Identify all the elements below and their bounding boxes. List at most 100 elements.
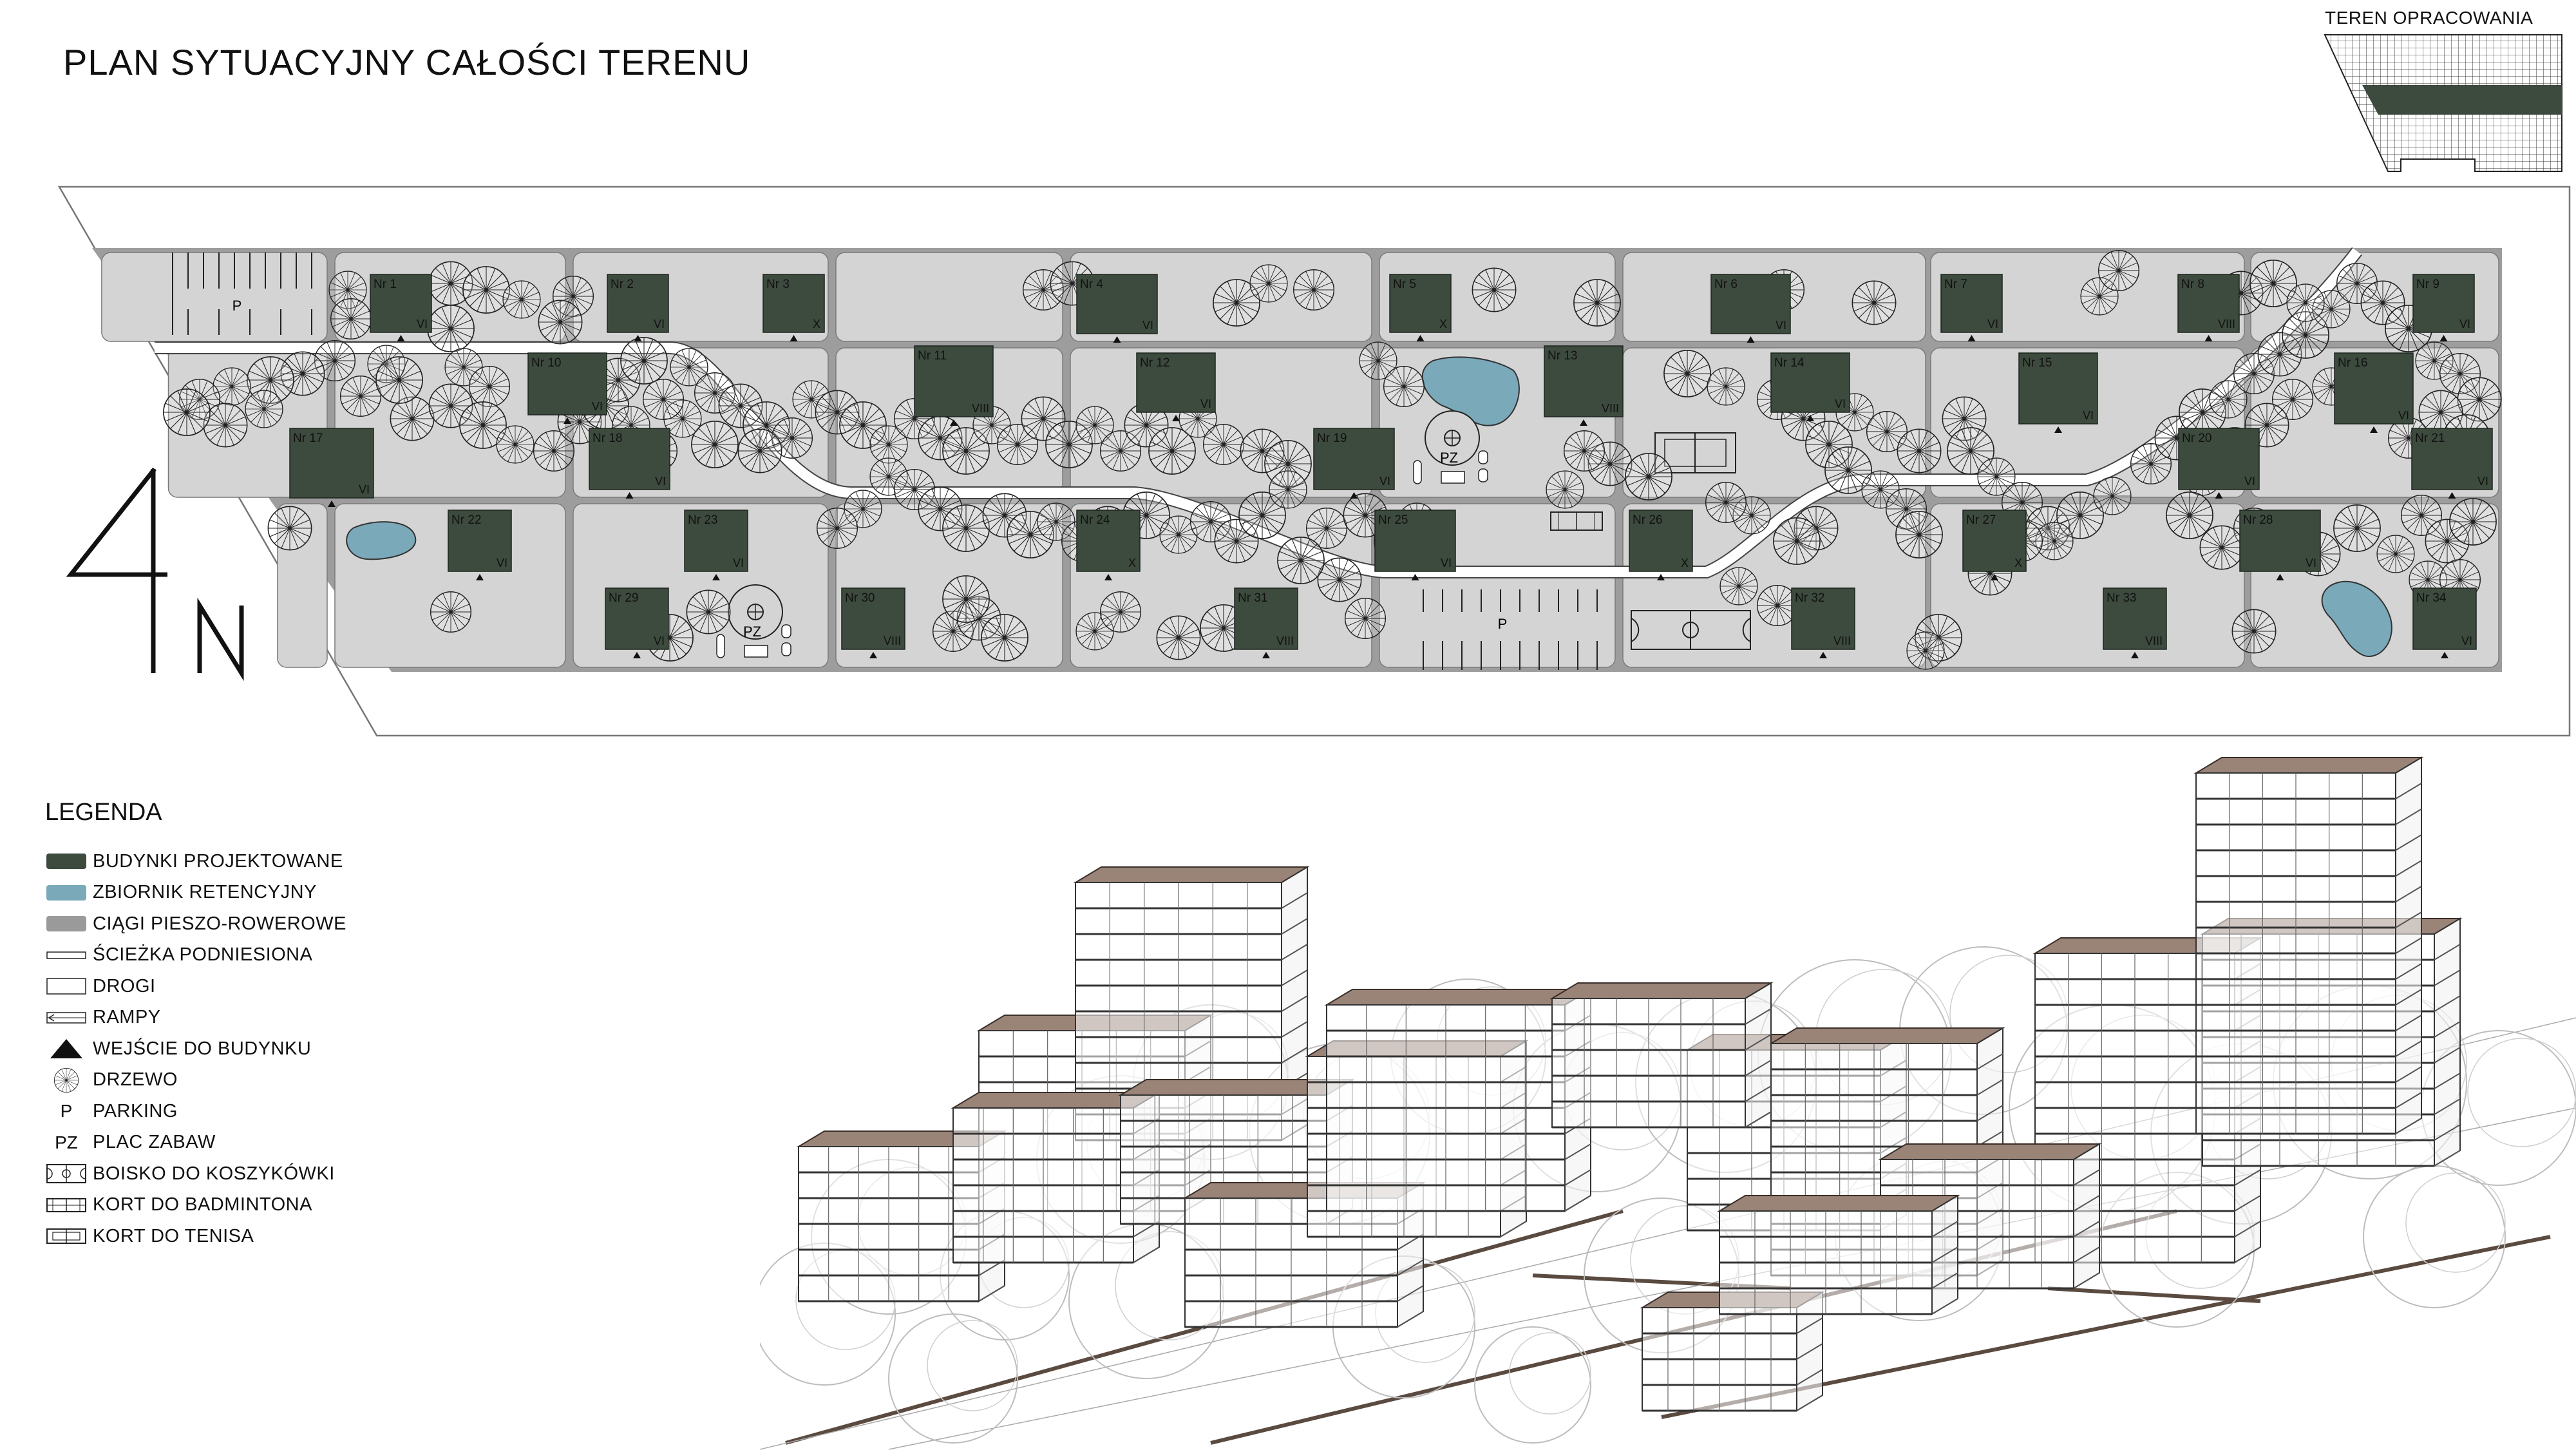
- building-footprint: [589, 428, 670, 490]
- tree-icon: [468, 365, 511, 408]
- building-footprint: [1313, 428, 1395, 490]
- axonometric-building: [2193, 756, 2424, 1135]
- building-floors: VIII: [972, 402, 989, 415]
- building-swatch-icon: [45, 852, 88, 871]
- legend-label: PLAC ZABAW: [93, 1132, 216, 1153]
- legend-title: LEGENDA: [45, 799, 162, 826]
- tree-icon: [686, 589, 731, 634]
- tree-icon: [2333, 504, 2381, 552]
- tree-icon: [816, 507, 858, 549]
- legend-item-tree: DRZEWO: [45, 1065, 346, 1096]
- building-number: Nr 34: [2416, 591, 2447, 605]
- north-arrow: [66, 467, 244, 682]
- entrance-triangle-icon: [1967, 335, 1976, 341]
- building-footprint: [2178, 428, 2260, 490]
- building-footprint: [527, 352, 607, 415]
- site-plan: P P: [57, 186, 2571, 737]
- city-block: [101, 252, 328, 342]
- entrance-triangle-icon: [1819, 652, 1827, 658]
- tree-icon: [462, 266, 510, 314]
- building-number: Nr 6: [1714, 278, 1738, 291]
- tree-icon: [163, 388, 211, 436]
- entrance-triangle-icon: [2439, 335, 2448, 341]
- tree-icon: [267, 506, 312, 551]
- building-footprint: [914, 345, 994, 417]
- retention-pond: [1421, 356, 1520, 426]
- building-number: Nr 2: [611, 278, 634, 291]
- building-number: Nr 20: [2182, 432, 2211, 445]
- entrance-triangle-icon: [634, 335, 642, 341]
- building-number: Nr 30: [845, 591, 875, 605]
- building-number: Nr 14: [1774, 356, 1804, 370]
- building-footprint: [1076, 274, 1158, 334]
- building-floors: VI: [2398, 409, 2409, 422]
- building-footprint: [841, 587, 905, 650]
- tree-icon: [1472, 267, 1517, 312]
- legend-item-playground: PZ PLAC ZABAW: [45, 1127, 346, 1159]
- building: Nr 5X: [1389, 274, 1452, 341]
- legend-label: PARKING: [93, 1100, 178, 1121]
- tree-icon: [981, 614, 1028, 662]
- locator-title: TEREN OPRACOWANIA: [2325, 8, 2533, 28]
- entrance-triangle-icon: [869, 652, 877, 658]
- building-floors: VI: [654, 318, 665, 330]
- building-floors: VI: [654, 634, 665, 647]
- axonometric-view: [760, 756, 2576, 1450]
- retention-pond: [346, 521, 417, 560]
- building-number: Nr 33: [2107, 591, 2136, 605]
- building-number: Nr 24: [1080, 513, 1110, 527]
- tree-icon: [502, 280, 541, 319]
- building-floors: X: [2014, 557, 2022, 569]
- tree-outline: [927, 1320, 1018, 1411]
- tree-icon: [642, 378, 685, 421]
- tree-icon: [1897, 428, 1942, 473]
- legend-item-basketball: BOISKO DO KOSZYKÓWKI: [45, 1158, 346, 1190]
- building-floors: VI: [2477, 475, 2488, 488]
- tree-outline: [2363, 1165, 2506, 1308]
- basketball-court: [1631, 610, 1751, 650]
- locator-map: [2324, 34, 2562, 172]
- building-footprint: [1136, 352, 1216, 413]
- parking-label-west: P: [232, 298, 242, 314]
- legend-item-badminton: KORT DO BADMINTONA: [45, 1190, 346, 1221]
- building-floors: X: [813, 318, 820, 330]
- building-footprint: [1544, 345, 1624, 417]
- tree-icon: [1156, 615, 1201, 660]
- parking-west: [172, 253, 312, 335]
- building-number: Nr 32: [1795, 591, 1824, 605]
- building-number: Nr 17: [293, 432, 323, 445]
- building-number: Nr 1: [374, 278, 397, 291]
- building-number: Nr 29: [609, 591, 638, 605]
- building-floors: VI: [1776, 319, 1786, 332]
- building: Nr 3X: [762, 274, 825, 341]
- basketball-court-icon: [45, 1163, 88, 1185]
- building-number: Nr 31: [1238, 591, 1267, 605]
- building-floors: VI: [1200, 397, 1211, 410]
- tree-icon: [430, 591, 472, 633]
- building-footprint: [2177, 274, 2240, 333]
- building: Nr 6 VI: [1710, 274, 1791, 343]
- tree-icon: [1852, 280, 1897, 325]
- building-footprint: [1629, 510, 1693, 572]
- building-footprint: [1374, 510, 1456, 572]
- path-swatch-icon: [45, 914, 88, 933]
- tree-icon: [2449, 498, 2497, 546]
- parking-symbol: P: [60, 1101, 73, 1121]
- tree-icon: [339, 375, 382, 417]
- building-number: Nr 9: [2416, 278, 2439, 291]
- building-footprint: [448, 510, 512, 572]
- playground-symbol: PZ: [55, 1132, 78, 1152]
- building-floors: VI: [1441, 557, 1452, 569]
- tree-icon: [2376, 535, 2415, 573]
- legend-label: BOISKO DO KOSZYKÓWKI: [93, 1163, 335, 1184]
- tree-icon: [1099, 591, 1142, 633]
- legend-item-entrance: WEJŚCIE DO BUDYNKU: [45, 1033, 346, 1065]
- building-footprint: [762, 274, 825, 333]
- tree-icon: [1773, 517, 1821, 565]
